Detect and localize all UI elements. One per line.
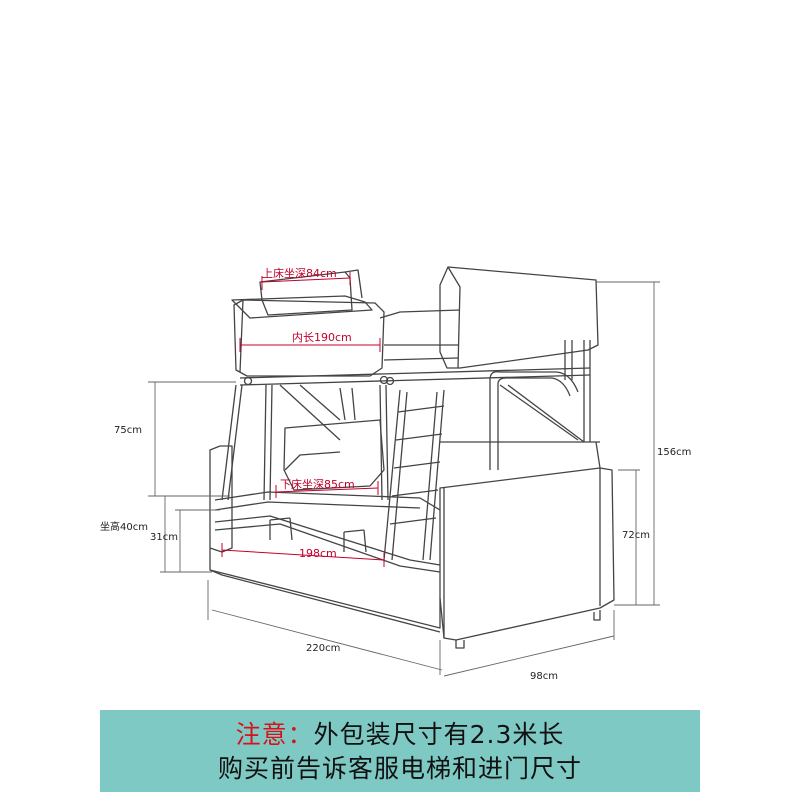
inner-length-label: 内长190cm: [292, 330, 352, 344]
notice-banner: 注意：外包装尺寸有2.3米长 购买前告诉客服电梯和进门尺寸: [100, 710, 700, 792]
depth-98-label: 98cm: [530, 671, 558, 682]
notice-package-size: 外包装尺寸有2.3米长: [313, 720, 565, 749]
notice-warning-label: 注意：: [235, 720, 314, 749]
red-measure-lines: [221, 272, 385, 567]
upper-pillow-2: [231, 295, 373, 319]
height-31-label: 31cm: [150, 532, 178, 543]
lower-pillow: [283, 419, 385, 491]
length-220-label: 220cm: [306, 643, 340, 654]
upper-depth-label: 上床坐深84cm: [262, 266, 337, 280]
upper-right-headboard: [439, 266, 599, 369]
dimension-lines: [148, 281, 660, 677]
sofa-base: [209, 548, 441, 629]
total-height-label: 156cm: [657, 447, 691, 458]
height-75-label: 75cm: [114, 425, 142, 436]
bed-outline: [209, 266, 615, 649]
seat-height-label: 坐高40cm: [100, 520, 148, 533]
upper-left-guard: [233, 299, 385, 377]
length-198-label: 198cm: [299, 547, 337, 560]
notice-line-1: 注意：外包装尺寸有2.3米长: [100, 718, 700, 752]
right-armrest: [439, 467, 615, 641]
ladder: [383, 389, 401, 561]
lower-depth-label: 下床坐深85cm: [280, 477, 355, 491]
notice-line-2: 购买前告诉客服电梯和进门尺寸: [217, 754, 582, 783]
height-72-label: 72cm: [622, 530, 650, 541]
